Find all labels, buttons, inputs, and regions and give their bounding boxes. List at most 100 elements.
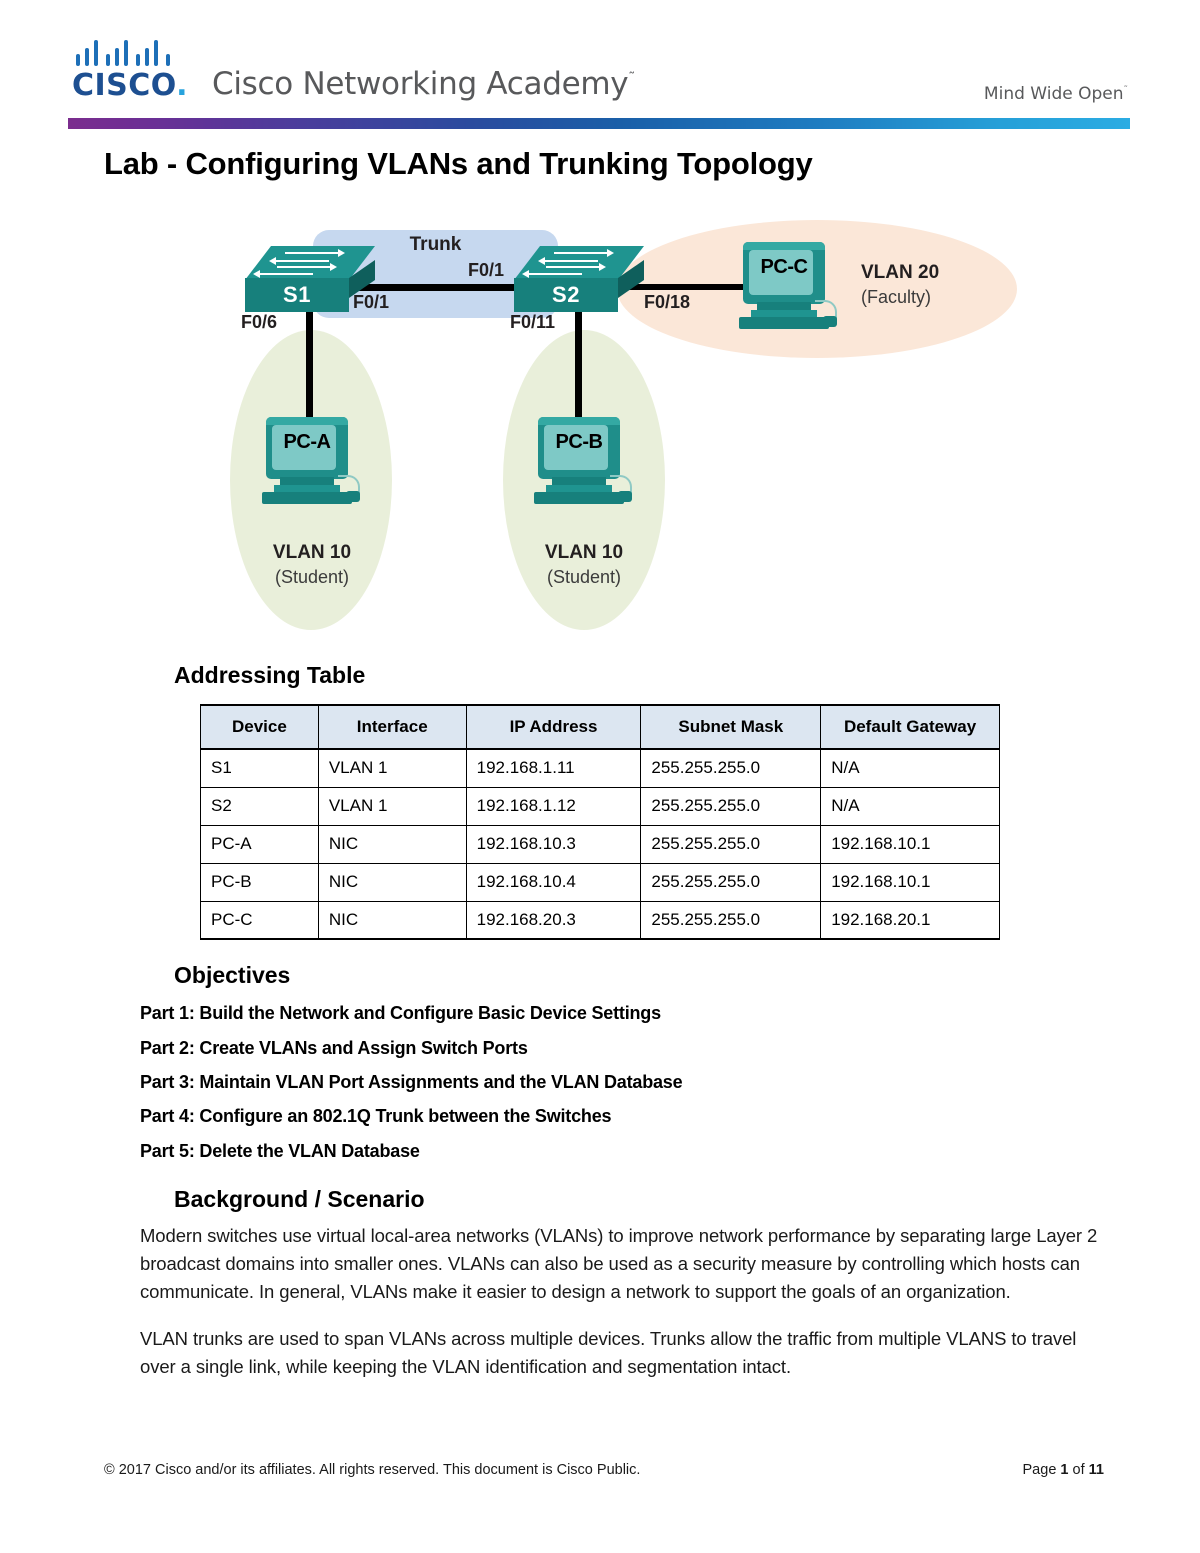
pc-mouse-icon — [823, 316, 837, 327]
table-row: PC-C NIC 192.168.20.3 255.255.255.0 192.… — [200, 900, 1000, 940]
cell-device: PC-A — [200, 824, 319, 864]
pc-screen — [544, 425, 608, 470]
port-label-s2-f011: F0/11 — [510, 312, 556, 332]
vlan-zone-subtitle: (Student) — [274, 567, 350, 587]
pc-neck-lower — [546, 485, 612, 493]
page-middle: of — [1068, 1462, 1089, 1478]
table-row: PC-A NIC 192.168.10.3 255.255.255.0 192.… — [200, 824, 1000, 864]
background-paragraph-2: VLAN trunks are used to span VLANs acros… — [140, 1328, 1077, 1377]
switch-s2: S2 — [514, 246, 644, 318]
port-label-s2-f018: F0/18 — [644, 292, 691, 312]
cell-device: S1 — [200, 748, 319, 788]
tagline-text: Mind Wide Open — [983, 84, 1124, 104]
cisco-wordmark: CISCO. — [72, 68, 188, 103]
column-header-device: Device — [200, 704, 319, 750]
switch-arrow-right-1 — [285, 249, 345, 257]
cable-s2-pcb — [575, 304, 582, 426]
pc-base — [534, 492, 624, 504]
addressing-table-heading: Addressing Table — [174, 662, 366, 688]
table-row: PC-B NIC 192.168.10.4 255.255.255.0 192.… — [200, 862, 1000, 902]
cell-default-gateway: 192.168.20.1 — [820, 900, 1000, 940]
tagline: Mind Wide Open˜ — [984, 84, 1128, 104]
cell-subnet-mask: 255.255.255.0 — [640, 824, 822, 864]
academy-title: Cisco Networking Academy˜ — [212, 66, 635, 102]
page-total: 11 — [1088, 1462, 1104, 1478]
switch-arrow-right-1 — [554, 249, 614, 257]
page-prefix: Page — [1022, 1462, 1061, 1478]
objective-part-3: Part 3: Maintain VLAN Port Assignments a… — [140, 1072, 683, 1092]
column-header-default-gateway: Default Gateway — [820, 704, 1000, 750]
cell-ip-address: 192.168.10.4 — [465, 862, 642, 902]
column-header-subnet-mask: Subnet Mask — [640, 704, 822, 750]
cell-subnet-mask: 255.255.255.0 — [640, 748, 822, 788]
host-pc-a: PC-A — [258, 417, 362, 509]
pc-neck — [280, 477, 334, 486]
page-current: 1 — [1060, 1462, 1069, 1478]
switch-front-face — [514, 278, 618, 312]
cisco-wordmark-text: CISCO — [72, 68, 177, 103]
vlan-zone-subtitle: (Student) — [546, 567, 622, 587]
footer-page-number: Page 1 of 11 — [1023, 1462, 1104, 1478]
pc-base — [739, 317, 829, 329]
pc-mouse-icon — [618, 491, 632, 502]
port-label-s2-f01: F0/1 — [468, 260, 505, 280]
pc-mouse-cord — [610, 475, 632, 497]
table-header-row: Device Interface IP Address Subnet Mask … — [200, 704, 1000, 750]
switch-top-face — [514, 246, 644, 280]
cell-interface: NIC — [317, 824, 467, 864]
host-pc-b: PC-B — [530, 417, 634, 509]
cell-subnet-mask: 255.255.255.0 — [640, 862, 822, 902]
cell-interface: VLAN 1 — [317, 748, 467, 788]
pc-mouse-cord — [338, 475, 360, 497]
footer-copyright: © 2017 Cisco and/or its affiliates. All … — [104, 1462, 641, 1478]
cisco-wordmark-dot: . — [176, 68, 189, 103]
background-paragraph-1: Modern switches use virtual local-area n… — [140, 1225, 1098, 1302]
switch-arrow-left-1 — [538, 257, 598, 265]
switch-label: S2 — [552, 282, 580, 307]
academy-title-text: Cisco Networking Academy — [212, 66, 629, 102]
pc-monitor-bezel — [266, 417, 348, 425]
switch-arrow-right-2 — [277, 263, 337, 271]
vlan-zone-label-20: VLAN 20 (Faculty) — [861, 262, 1011, 308]
cell-default-gateway: 192.168.10.1 — [820, 824, 1000, 864]
port-label-s1-f06: F0/6 — [241, 312, 278, 332]
pc-label: PC-A — [283, 431, 331, 453]
cell-default-gateway: N/A — [820, 786, 1000, 826]
cable-s2-pcc — [625, 284, 745, 290]
vlan-zone-label-10b: VLAN 10 (Student) — [509, 542, 659, 588]
pc-label: PC-C — [760, 256, 808, 278]
vlan-zone-subtitle: (Faculty) — [861, 287, 932, 307]
background-heading: Background / Scenario — [174, 1186, 425, 1212]
switch-arrow-left-1 — [269, 257, 329, 265]
cell-interface: NIC — [317, 862, 467, 902]
pc-label: PC-B — [555, 431, 603, 453]
cisco-bridge-icon — [76, 40, 192, 66]
column-header-ip-address: IP Address — [465, 704, 642, 750]
cell-ip-address: 192.168.20.3 — [465, 900, 642, 940]
objective-part-2: Part 2: Create VLANs and Assign Switch P… — [140, 1038, 528, 1058]
objective-part-1: Part 1: Build the Network and Configure … — [140, 1003, 661, 1023]
switch-arrow-right-2 — [546, 263, 606, 271]
cell-default-gateway: 192.168.10.1 — [820, 862, 1000, 902]
cable-s1-s2-trunk — [349, 284, 547, 291]
addressing-table-body: S1 VLAN 1 192.168.1.11 255.255.255.0 N/A… — [200, 748, 1000, 940]
cell-device: PC-B — [200, 862, 319, 902]
pc-neck-lower — [751, 310, 817, 318]
objective-part-5: Part 5: Delete the VLAN Database — [140, 1141, 420, 1161]
network-topology-diagram: Trunk S1 — [225, 212, 1025, 642]
cell-subnet-mask: 255.255.255.0 — [640, 786, 822, 826]
pc-monitor-bezel — [538, 417, 620, 425]
table-row: S1 VLAN 1 192.168.1.11 255.255.255.0 N/A — [200, 748, 1000, 788]
cell-ip-address: 192.168.1.11 — [465, 748, 642, 788]
tagline-trademark: ˜ — [1123, 85, 1129, 96]
cable-s1-pca — [306, 304, 313, 426]
pc-monitor-bezel — [743, 242, 825, 250]
cell-device: PC-C — [200, 900, 319, 940]
cisco-logo: CISCO. — [72, 40, 192, 103]
academy-trademark: ˜ — [628, 70, 635, 87]
cell-ip-address: 192.168.10.3 — [465, 824, 642, 864]
addressing-table: Device Interface IP Address Subnet Mask … — [200, 704, 1000, 940]
switch-front-face — [245, 278, 349, 312]
vlan-zone-title: VLAN 20 — [861, 262, 940, 283]
objective-part-4: Part 4: Configure an 802.1Q Trunk betwee… — [140, 1106, 612, 1126]
